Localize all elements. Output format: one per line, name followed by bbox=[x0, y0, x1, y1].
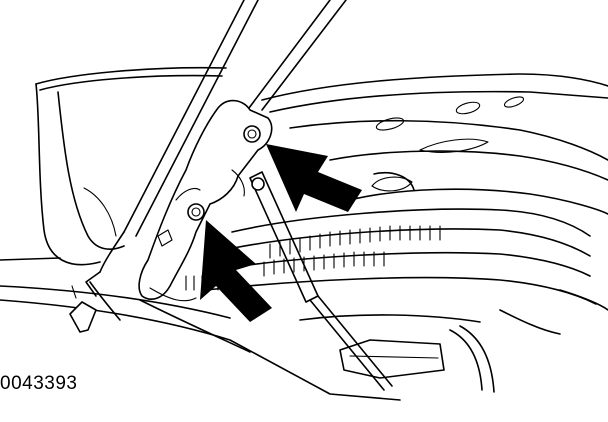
hinge-bracket bbox=[138, 99, 273, 302]
figure-reference-code: 0043393 bbox=[0, 373, 78, 394]
engine-intake bbox=[185, 172, 608, 393]
lower-bolt-arrow bbox=[200, 220, 272, 322]
hinge-arm bbox=[85, 0, 347, 297]
fender-outline bbox=[0, 66, 227, 266]
fender-clip bbox=[69, 285, 97, 333]
upper-bolt-arrow bbox=[266, 144, 362, 212]
hood-panel bbox=[261, 73, 608, 215]
lower-bolt bbox=[187, 203, 205, 221]
upper-bolt bbox=[243, 125, 261, 143]
fender-rail bbox=[0, 281, 401, 401]
hood-gas-strut bbox=[249, 171, 393, 391]
